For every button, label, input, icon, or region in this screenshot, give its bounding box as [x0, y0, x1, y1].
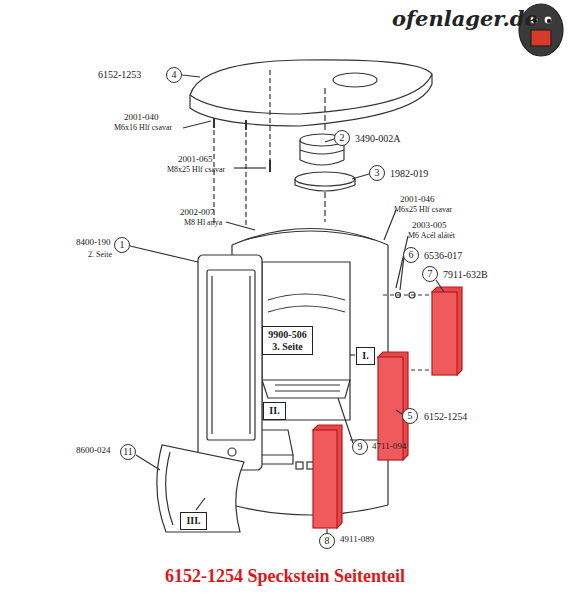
part-note: 8600-024 [76, 446, 111, 456]
caption: 6152-1254 Speckstein Seitenteil [0, 566, 570, 587]
part-note: M6 Acél alátét [408, 232, 455, 241]
callout-number: 8 [325, 536, 330, 546]
part-note: 2001-065 [178, 155, 213, 165]
part-note: M8x25 Hlf csavar [167, 166, 225, 175]
box-text: II. [268, 405, 281, 417]
part-note: 4911-089 [340, 535, 374, 545]
part-note: 8400-190 [76, 238, 111, 248]
callout-number: 3 [375, 168, 380, 178]
callout-number: 9 [358, 442, 363, 452]
callout-circle: 11 [120, 444, 136, 460]
callout-number: 7 [428, 269, 433, 279]
callout-circle: 4 [166, 67, 182, 83]
part-note: 4711-094 [372, 442, 406, 452]
part-note: M6x25 Hlf csavar [394, 206, 452, 215]
part-number: 7911-632B [443, 269, 488, 280]
callout-box: III. [180, 512, 207, 530]
part-note: 2. Seite [88, 251, 112, 260]
callout-circle: 3 [369, 165, 385, 181]
part-number: 6152-1254 [424, 411, 467, 422]
callout-circle: 9 [352, 439, 368, 455]
callout-circle: 2 [334, 130, 350, 146]
box-text: III. [185, 515, 202, 527]
callout-number: 11 [123, 447, 133, 457]
callout-circle: 6 [403, 247, 419, 263]
box-text: I. [361, 350, 370, 362]
part-note: 2001-046 [400, 195, 435, 205]
callout-box: II. [263, 402, 286, 420]
box-text: 9900-506 [267, 329, 308, 341]
callout-number: 4 [172, 70, 177, 80]
callout-number: 1 [120, 240, 125, 250]
part-number: 6152-1253 [98, 69, 141, 80]
part-number: 6536-017 [424, 250, 462, 261]
callout-circle: 1 [114, 237, 130, 253]
callout-box: 9900-5063. Seite [262, 326, 313, 355]
callout-number: 5 [408, 411, 413, 421]
callout-number: 6 [409, 250, 414, 260]
part-note: M6x16 Hlf csavar [114, 124, 172, 133]
logo-text: ofenlager.de [392, 7, 538, 30]
part-note: M8 Hl anya [184, 219, 222, 228]
box-text: 3. Seite [267, 341, 308, 353]
part-number: 1982-019 [390, 168, 428, 179]
part-note: 2001-040 [124, 113, 159, 123]
part-note: 2003-005 [412, 221, 447, 231]
part-number: 3490-002A [355, 133, 401, 144]
callout-circle: 8 [319, 533, 335, 549]
callout-circle: 5 [402, 408, 418, 424]
part-note: 2002-007 [180, 208, 215, 218]
callout-circle: 7 [422, 266, 438, 282]
callout-box: I. [356, 347, 375, 365]
callout-number: 2 [340, 133, 345, 143]
